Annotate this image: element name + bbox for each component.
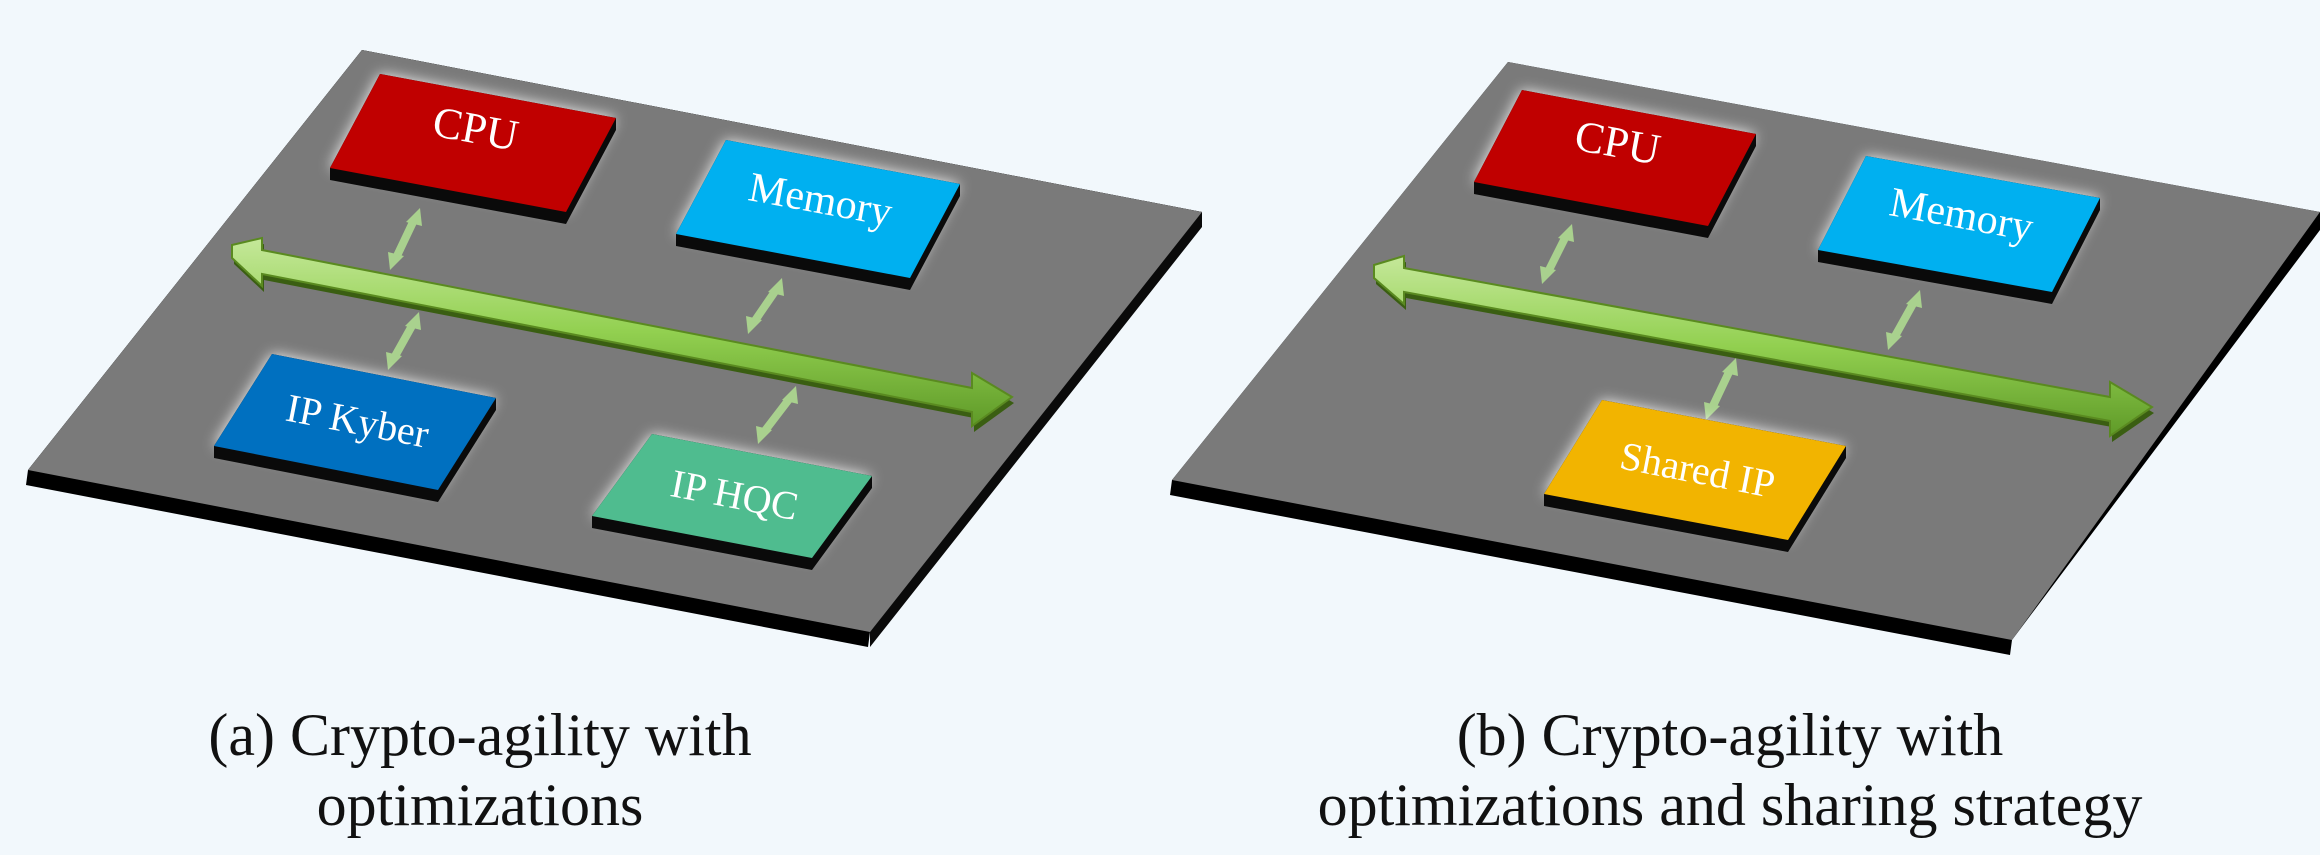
link-hqc-bus-a — [756, 386, 798, 444]
link-memory-bus-b — [1886, 290, 1922, 350]
ip-hqc-block-top-a — [592, 434, 872, 558]
panel-a: CPU Memory IP Kyber IP HQC — [26, 50, 1202, 647]
cpu-block-top-a — [330, 74, 616, 212]
bus-b — [1373, 254, 2154, 442]
shared-ip-block-b: Shared IP — [1544, 400, 1846, 552]
cpu-block-top-b — [1474, 90, 1756, 226]
caption-b-line2: optimizations and sharing strategy — [1317, 772, 2143, 838]
memory-block-a: Memory — [676, 140, 960, 290]
cpu-block-b: CPU — [1474, 90, 1756, 238]
bus-a — [231, 236, 1014, 432]
memory-block-top-b — [1818, 156, 2100, 292]
caption-a: (a) Crypto-agility with optimizations — [0, 700, 1030, 840]
caption-a-line1: (a) Crypto-agility with — [208, 702, 752, 768]
link-cpu-bus-a — [388, 208, 422, 270]
caption-b: (b) Crypto-agility with optimizations an… — [1180, 700, 2280, 840]
ip-hqc-block-a: IP HQC — [592, 434, 872, 570]
caption-a-line2: optimizations — [316, 772, 644, 838]
link-cpu-bus-b — [1540, 224, 1574, 284]
cpu-block-a: CPU — [330, 74, 616, 224]
link-shared-ip-bus-b — [1704, 358, 1738, 420]
shared-ip-block-top-b — [1544, 400, 1846, 540]
panel-b: CPU Memory Shared IP — [1170, 62, 2320, 655]
board-a — [26, 50, 1202, 647]
link-kyber-bus-a — [386, 312, 421, 370]
ip-kyber-block-a: IP Kyber — [214, 354, 496, 502]
memory-block-top-a — [676, 140, 960, 278]
caption-b-line1: (b) Crypto-agility with — [1456, 702, 2004, 768]
ip-kyber-block-top-a — [214, 354, 496, 490]
link-memory-bus-a — [746, 278, 784, 334]
memory-block-b: Memory — [1818, 156, 2100, 304]
